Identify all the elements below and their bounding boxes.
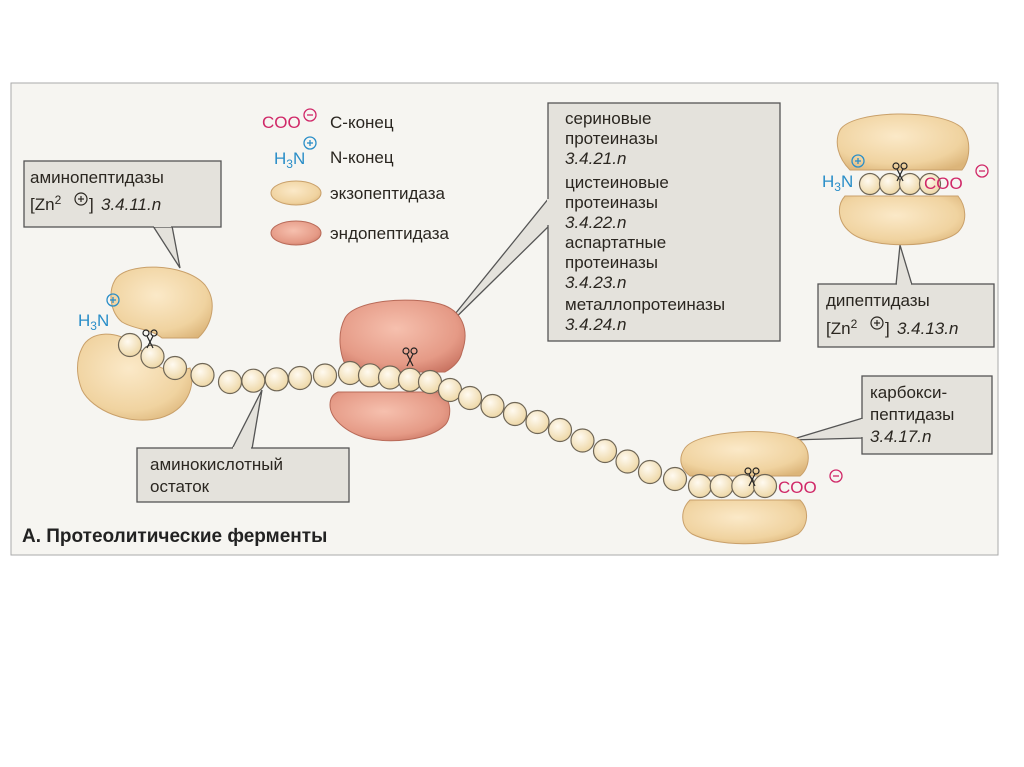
- svg-text:H3N: H3N: [78, 311, 109, 333]
- svg-text:COO: COO: [924, 174, 963, 193]
- aminopeptidase-enzyme: [77, 266, 213, 421]
- charge-plus-icon: [74, 192, 88, 206]
- legend-c-end-label: C-конец: [330, 113, 394, 132]
- svg-text:COO: COO: [778, 478, 817, 497]
- amino-acid-bead: [502, 401, 528, 427]
- amino-acid-bead: [662, 466, 688, 492]
- amino-acid-bead: [547, 417, 573, 443]
- amino-acid-bead: [287, 365, 313, 391]
- amino-acid-bead: [918, 172, 942, 196]
- amino-acid-bead: [377, 365, 403, 390]
- amino-acid-bead: [397, 367, 423, 392]
- amino-acid-bead: [457, 385, 483, 411]
- amino-acid-residue-line1: аминокислотный: [150, 455, 283, 474]
- amino-acid-bead: [615, 449, 640, 474]
- exopeptidase-swatch-icon: [270, 180, 322, 206]
- aspartic-proteinases-ec: 3.4.23.n: [565, 273, 626, 292]
- scissors-icon: [142, 329, 158, 349]
- aminopeptidases-ec: 3.4.11.n: [101, 195, 161, 214]
- carboxypeptidase-enzyme: [680, 431, 809, 545]
- legend-c-end-symbol: COO: [262, 113, 301, 132]
- carboxypeptidases-ec: 3.4.17.n: [870, 427, 931, 446]
- amino-acid-bead: [570, 428, 595, 453]
- legend-endo-label: эндопептидаза: [330, 224, 450, 243]
- amino-acid-bead: [264, 367, 289, 392]
- svg-text:H3N: H3N: [274, 149, 305, 171]
- legend-exo-label: экзопептидаза: [330, 184, 445, 203]
- amino-acid-bead: [592, 438, 618, 464]
- dipeptidase-c-terminus: COO: [924, 164, 989, 193]
- amino-acid-bead: [898, 172, 922, 196]
- aminopeptidases-label: аминопептидазы: [30, 168, 164, 187]
- serine-proteinases-line2: протеиназы: [565, 129, 658, 148]
- cysteine-proteinases-line1: цистеиновые: [565, 173, 669, 192]
- amino-acid-bead: [217, 369, 243, 395]
- metalloproteinases-label: металлопротеиназы: [565, 295, 725, 314]
- carboxypeptidase-c-terminus: COO: [778, 469, 843, 497]
- amino-acid-bead: [117, 332, 143, 358]
- amino-acid-bead: [357, 363, 383, 388]
- amino-acid-bead: [525, 409, 550, 435]
- carboxypeptidases-line1: карбокси-: [870, 383, 947, 402]
- amino-acid-bead: [878, 172, 902, 196]
- dipeptidase-n-terminus: H3N: [822, 154, 865, 194]
- figure-title: А. Протеолитические ферменты: [22, 526, 327, 547]
- aminopeptidase-n-terminus: H3N: [78, 293, 120, 333]
- dipeptidases-zn-suffix: ]: [885, 319, 890, 338]
- endopeptidase-enzyme: [329, 299, 466, 442]
- metalloproteinases-ec: 3.4.24.n: [565, 315, 626, 334]
- aminopeptidases-zn-prefix: [Zn: [30, 195, 55, 214]
- serine-proteinases-line1: сериновые: [565, 109, 651, 128]
- amino-acid-residue-line2: остаток: [150, 477, 210, 496]
- carboxypeptidases-callout: карбокси- пептидазы 3.4.17.n: [789, 375, 993, 455]
- svg-text:H3N: H3N: [822, 172, 853, 194]
- aspartic-proteinases-line2: протеиназы: [565, 253, 658, 272]
- amino-acid-bead: [312, 363, 338, 388]
- dipeptidases-label: дипептидазы: [826, 291, 930, 310]
- aspartic-proteinases-line1: аспартатные: [565, 233, 666, 252]
- legend-n-end-label: N-конец: [330, 148, 394, 167]
- dipeptidases-callout: дипептидазы [Zn2 ] 3.4.13.n: [817, 244, 995, 348]
- cysteine-proteinases-ec: 3.4.22.n: [565, 213, 626, 232]
- aminopeptidases-callout: аминопептидазы [Zn2 ] 3.4.11.n: [23, 160, 222, 269]
- amino-acid-bead: [858, 172, 882, 196]
- amino-acid-bead: [140, 344, 165, 369]
- svg-text:[Zn2: [Zn2: [826, 317, 858, 338]
- dipeptidase-enzyme: [836, 113, 970, 246]
- amino-acid-bead: [637, 459, 663, 485]
- amino-acid-bead: [752, 473, 778, 499]
- endopeptidase-swatch-icon: [270, 220, 322, 246]
- legend-n-end-symbol: H3N: [274, 136, 317, 171]
- amino-acid-bead: [480, 393, 505, 419]
- proteinases-callout: сериновые протеиназы 3.4.21.n цистеиновы…: [437, 102, 781, 342]
- amino-acid-bead: [162, 355, 188, 381]
- serine-proteinases-ec: 3.4.21.n: [565, 149, 626, 168]
- scissors-icon: [744, 467, 760, 487]
- amino-acid-bead: [241, 368, 266, 393]
- peptide-chain: [117, 172, 942, 499]
- dipeptidases-ec: 3.4.13.n: [897, 319, 958, 338]
- carboxypeptidases-line2: пептидазы: [870, 405, 954, 424]
- dipeptidases-zn-prefix: [Zn: [826, 319, 851, 338]
- scissors-icon: [402, 347, 418, 367]
- amino-acid-residue-callout: аминокислотный остаток: [136, 389, 350, 503]
- charge-plus-icon: [870, 316, 884, 330]
- aminopeptidases-zn-suffix: ]: [89, 195, 94, 214]
- charge-minus-icon: [303, 108, 317, 122]
- cysteine-proteinases-line2: протеиназы: [565, 193, 658, 212]
- svg-text:[Zn2: [Zn2: [30, 193, 62, 214]
- amino-acid-bead: [687, 473, 713, 499]
- amino-acid-bead: [709, 473, 734, 499]
- legend: COO C-конец H3N N-конец экзопептидаза эн…: [262, 108, 450, 246]
- amino-acid-bead: [190, 362, 215, 388]
- amino-acid-bead: [337, 360, 363, 386]
- scissors-icon: [892, 162, 908, 182]
